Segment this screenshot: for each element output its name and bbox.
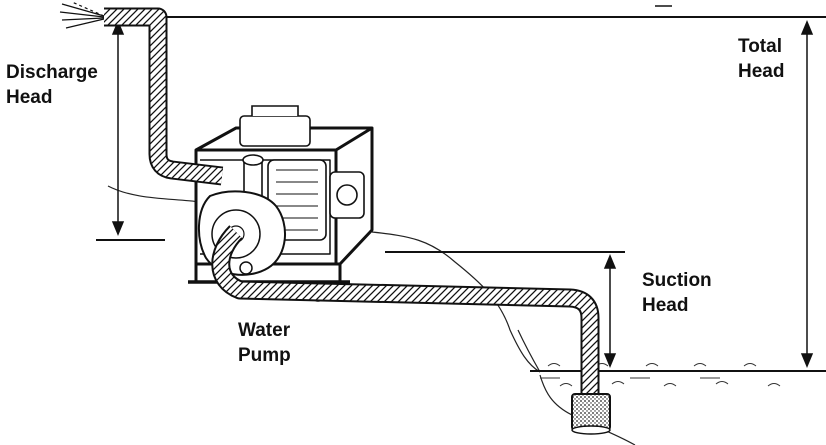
- suction-hose-braid: [213, 226, 598, 394]
- discharge-head-label-line2: Head: [6, 87, 53, 108]
- water-pump-label: Water Pump: [238, 318, 291, 368]
- water-ripples: [540, 363, 781, 387]
- strainer: [571, 393, 611, 435]
- suction-head-label-line2: Head: [642, 295, 689, 316]
- discharge-head-label-line1: Discharge: [6, 62, 98, 83]
- total-head-label: Total Head: [738, 34, 784, 84]
- discharge-hose-braid: [104, 9, 223, 184]
- total-head-label-line1: Total: [738, 36, 782, 57]
- suction-head-arrow: [603, 254, 617, 368]
- discharge-head-arrow: [111, 20, 125, 236]
- total-head-arrow: [800, 20, 814, 368]
- total-head-label-line2: Head: [738, 61, 785, 82]
- water-pump-label-line1: Water: [238, 320, 291, 341]
- water-pump-label-line2: Pump: [238, 345, 291, 366]
- discharge-head-label: Discharge Head: [6, 60, 98, 110]
- water-spray: [59, 1, 105, 29]
- suction-head-label: Suction Head: [642, 268, 712, 318]
- suction-head-label-line1: Suction: [642, 270, 712, 291]
